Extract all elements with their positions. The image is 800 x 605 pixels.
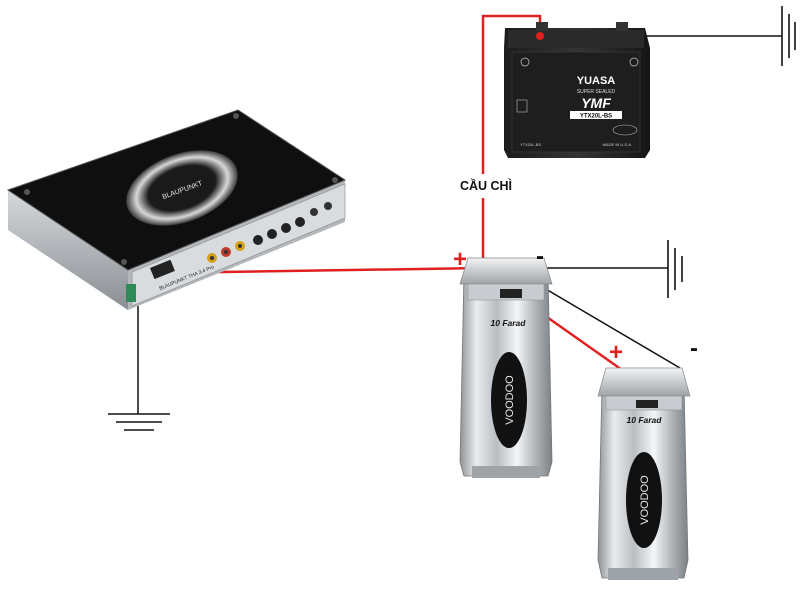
certification-seal-icon [612, 124, 638, 136]
battery-subtitle: SUPER SEALED [577, 89, 616, 95]
capacitor-1-minus-marker: - [536, 243, 544, 270]
capacitor-2-brand: VOODOO [639, 475, 651, 525]
capacitor-2-rating: 10 Farad [627, 415, 663, 425]
capacitor-2-plus-marker: + [609, 339, 623, 366]
capacitor-1-rating: 10 Farad [491, 318, 527, 328]
rca-connectors [207, 202, 332, 263]
battery-model: YTX20L-BS [580, 114, 612, 120]
battery-logo: YMF [581, 95, 611, 111]
amplifier: BLAUPUNKT BLAUPUNKT THA 3.4 Pro [6, 109, 347, 310]
ground-symbol-battery [781, 6, 796, 66]
capacitor-2-minus-marker: - [690, 335, 698, 362]
fuse-label: CẦU CHÌ [460, 178, 512, 193]
capacitor-1: 10 Farad VOODOO [459, 257, 553, 478]
power-terminal-block [149, 259, 175, 280]
battery-plus-icon [629, 57, 639, 67]
battery: YUASA SUPER SEALED YMF YTX20L-BS YTX20L-… [504, 22, 650, 158]
battery-positive-terminal [536, 32, 544, 40]
capacitor-1-brand: VOODOO [504, 375, 516, 425]
battery-minus-icon [520, 57, 530, 67]
battery-origin: MADE IN U.S.A. [603, 142, 632, 147]
battery-model-small: YTX20L-BS [520, 142, 541, 147]
ground-symbol-capacitor [667, 240, 683, 298]
ground-terminal [126, 284, 136, 302]
battery-brand: YUASA [577, 75, 616, 87]
capacitor-2: 10 Farad VOODOO [597, 367, 691, 580]
recycle-bin-icon [516, 99, 528, 113]
ground-symbol-amplifier [108, 413, 170, 431]
capacitor-1-plus-marker: + [453, 246, 467, 273]
